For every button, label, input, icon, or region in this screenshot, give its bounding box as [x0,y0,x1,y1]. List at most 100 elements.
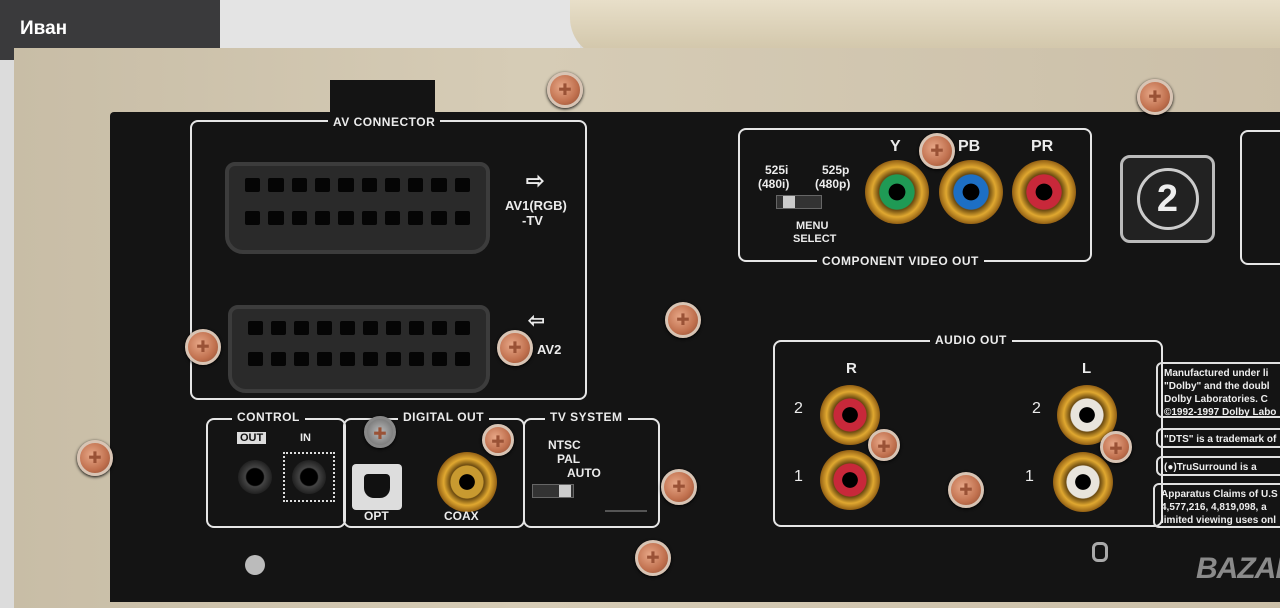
screw [185,329,221,365]
scart-pin [268,211,284,225]
scart-pin [409,352,424,366]
scart-pin [386,352,401,366]
scart-pin [432,352,447,366]
scart-pin [340,352,355,366]
opt-label: OPT [364,509,389,523]
screw [1137,79,1173,115]
scart-pin [432,321,447,335]
scart-av1[interactable] [225,162,490,254]
region-globe-icon: 2 [1136,168,1199,230]
component-title: COMPONENT VIDEO OUT [817,254,984,268]
scart-pin [455,352,470,366]
scart-pin [268,178,284,192]
av1-sub-label: -TV [522,213,543,228]
vent-slot [605,500,647,512]
scart-pin [431,211,447,225]
screw [482,424,514,456]
scart-pin [408,178,424,192]
tv-system-title: TV SYSTEM [545,410,628,424]
optical-port[interactable] [352,464,402,510]
scart-pin [455,321,470,335]
pr-label: PR [1031,138,1054,155]
mode-525p: 525p [822,163,850,177]
scart-pin [294,352,309,366]
scart-pin [431,178,447,192]
tv-system-switch[interactable] [532,484,574,498]
screw [497,330,533,366]
channel-2-right: 2 [1032,400,1041,417]
audio-out-title: AUDIO OUT [930,333,1012,347]
hole [245,555,265,575]
av1-label: AV1(RGB) [505,198,567,213]
audio-l1-jack[interactable] [1053,452,1113,512]
channel-1-left: 1 [794,468,803,485]
tv-option-auto: AUTO [567,466,601,480]
scart-pin [384,178,401,192]
screw [919,133,955,169]
coax-label: COAX [444,509,479,523]
silver-screw [364,416,396,448]
audio-r-label: R [846,360,857,377]
control-out-jack[interactable] [238,460,272,494]
region-code-badge: 2 [1120,155,1215,243]
scart-pin [363,321,378,335]
av-connector-title: AV CONNECTOR [328,115,441,129]
scart-pin [384,211,401,225]
scart-pin [338,211,354,225]
scart-pin [408,211,424,225]
coax-jack[interactable] [437,452,497,512]
pr-jack[interactable] [1012,160,1076,224]
scart-pin [361,211,377,225]
mode-480i: (480i) [758,177,790,191]
scart-pin [294,321,309,335]
control-out-label: OUT [237,432,267,444]
screw [661,469,697,505]
channel-1-right: 1 [1025,468,1034,485]
screw [1100,431,1132,463]
screw [547,72,583,108]
scart-av2[interactable] [228,305,490,393]
pb-jack[interactable] [939,160,1003,224]
scart-pin [361,178,377,192]
scart-pin [340,321,355,335]
scart-pin [386,321,401,335]
scart-pin [248,321,263,335]
scart-pin [291,178,307,192]
scart-pin [291,211,307,225]
scart-pin [454,178,470,192]
scart-pin [317,352,332,366]
tv-option-ntsc: NTSC [548,438,581,452]
menu-label: MENU [796,220,829,232]
scart-pin [317,321,332,335]
tv-option-pal: PAL [557,452,581,466]
y-jack[interactable] [865,160,929,224]
control-in-jack[interactable] [292,460,326,494]
digital-out-title: DIGITAL OUT [398,410,490,424]
scart-pin [271,352,286,366]
scart-pin [338,178,354,192]
screw [948,472,984,508]
av-inout-icon: ⇦ [528,310,545,332]
scart-pin [271,321,286,335]
audio-l-label: L [1082,360,1092,377]
scart-pin [363,352,378,366]
av-out-icon: ⇨ [526,168,545,193]
control-title: CONTROL [232,410,305,424]
control-in-label: IN [300,432,311,444]
screw [665,302,701,338]
scart-pin [409,321,424,335]
audio-r1-jack[interactable] [820,450,880,510]
mode-525i: 525i [765,163,789,177]
scart-pin [314,178,331,192]
screw [868,429,900,461]
scan-mode-switch[interactable] [776,195,822,209]
panel-notch [330,80,435,115]
right-connector-group [1240,130,1280,265]
scart-pin [245,178,261,192]
scart-pin [314,211,331,225]
av2-label: AV2 [537,342,562,357]
dolby-notice: Manufactured under li"Dolby" and the dou… [1156,362,1280,418]
pb-label: PB [958,138,981,155]
bazar-watermark: BAZAR [1196,552,1280,585]
